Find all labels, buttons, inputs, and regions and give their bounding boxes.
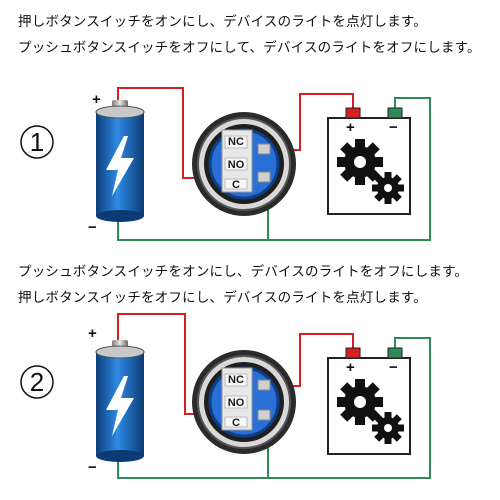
switch-no-label: NO <box>228 159 245 171</box>
battery-minus-label: − <box>88 219 97 236</box>
switch-c-label: C <box>232 417 240 429</box>
device-minus-label: − <box>389 359 398 376</box>
device-box <box>327 347 411 455</box>
switch-c-label: C <box>232 179 240 191</box>
lightning-icon <box>106 136 134 196</box>
panel2-wiring-diagram: 2 + − NC NO C <box>20 313 431 479</box>
panel1-step-number: 1 <box>20 125 54 159</box>
panel2-instruction-line2: 押しボタンスイッチをオフにし、デバイスのライトを点灯します。 <box>18 290 427 306</box>
battery-plus-label: + <box>92 91 101 108</box>
battery-icon <box>95 340 145 462</box>
device-plus-label: + <box>346 359 355 376</box>
panel1-instruction-line2: プッシュボタンスイッチをオフにして、デバイスのライトをオフにします。 <box>18 40 481 56</box>
push-button-switch-icon <box>192 112 296 216</box>
panel2-green-wire-ground <box>117 337 431 479</box>
gear-icon <box>372 412 404 444</box>
panel1-green-wire-ground <box>117 97 431 241</box>
panel2-instruction-line1: プッシュボタンスイッチをオンにし、デバイスのライトをオフにします。 <box>18 264 469 280</box>
battery-plus-label: + <box>88 325 97 342</box>
switch-nc-label: NC <box>228 374 244 386</box>
panel1-instruction-line1: 押しボタンスイッチをオンにし、デバイスのライトを点灯します。 <box>18 14 427 30</box>
push-button-switch-icon <box>192 350 296 454</box>
device-minus-label: − <box>389 119 398 136</box>
switch-no-label: NO <box>228 397 245 409</box>
lightning-icon <box>106 376 134 436</box>
svg-text:1: 1 <box>30 127 44 157</box>
panel1-wiring-diagram: 1 + − NC NO C <box>20 87 431 241</box>
switch-nc-label: NC <box>228 136 244 148</box>
battery-icon <box>95 100 145 222</box>
svg-text:2: 2 <box>30 367 44 397</box>
battery-minus-label: − <box>88 459 97 476</box>
device-plus-label: + <box>346 119 355 136</box>
device-box <box>327 107 411 215</box>
panel2-step-number: 2 <box>20 365 54 399</box>
gear-icon <box>372 172 404 204</box>
